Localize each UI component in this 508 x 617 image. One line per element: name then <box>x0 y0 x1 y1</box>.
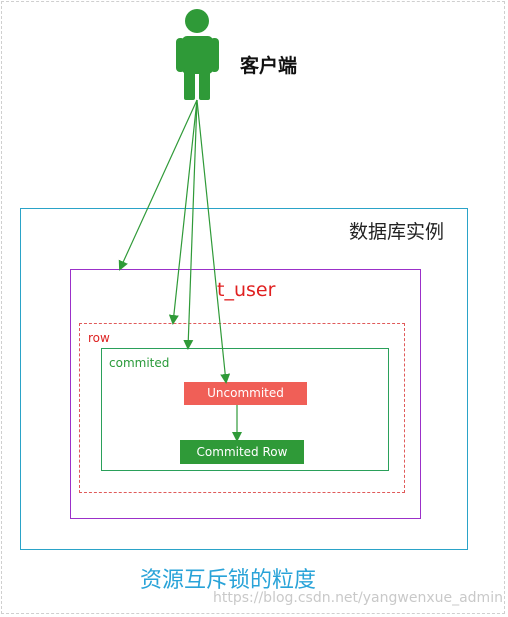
commited-label: commited <box>109 356 170 370</box>
person-icon <box>176 9 219 100</box>
uncommited-block: Uncommited <box>184 382 307 405</box>
arrow-to-database <box>118 99 198 271</box>
diagram-caption: 资源互斥锁的粒度 <box>140 568 317 593</box>
table-label: t_user <box>217 279 276 301</box>
row-label: row <box>88 331 110 345</box>
arrow-to-uncommited <box>196 99 231 384</box>
arrow-to-table <box>168 99 198 325</box>
commited-row-block: Commited Row <box>180 440 304 464</box>
client-label: 客户端 <box>240 55 298 77</box>
row-box <box>79 323 405 493</box>
database-instance-box <box>20 208 468 550</box>
commited-box <box>101 348 389 471</box>
database-label: 数据库实例 <box>349 221 445 243</box>
arrow-to-row <box>183 99 198 350</box>
watermark: https://blog.csdn.net/yangwenxue_admin <box>213 590 503 606</box>
table-box <box>70 269 421 519</box>
